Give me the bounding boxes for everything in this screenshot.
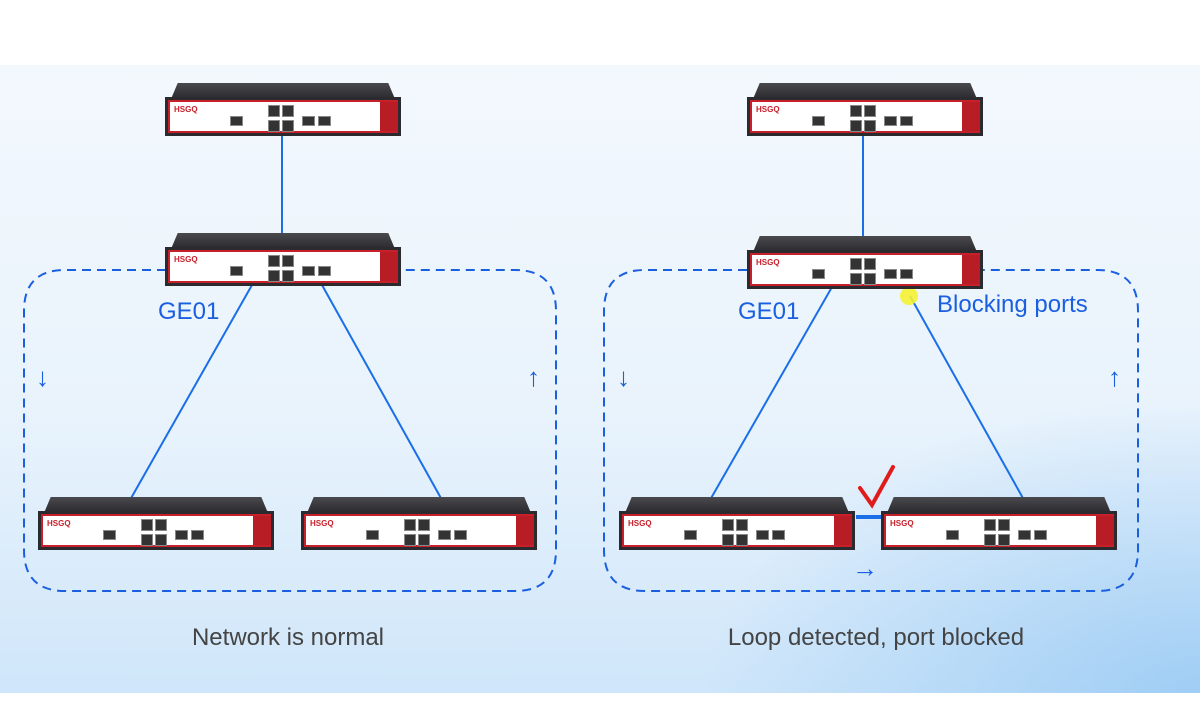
device-brand: HSGQ <box>890 519 914 528</box>
sfp-port <box>103 530 116 540</box>
arrow-up-icon: ↑ <box>527 362 540 392</box>
ethernet-port <box>404 519 416 531</box>
ethernet-port <box>282 120 294 132</box>
agg-olt-left: HSGQ <box>165 233 401 286</box>
device-brand: HSGQ <box>47 519 71 528</box>
core-olt-left: HSGQ <box>165 83 401 136</box>
link-agg-to-left-right <box>709 286 833 501</box>
ethernet-port <box>418 519 430 531</box>
link-agg-to-right-right <box>909 295 1025 501</box>
check-mark-icon <box>858 465 895 509</box>
ethernet-port <box>141 519 153 531</box>
ethernet-port <box>268 255 280 267</box>
device-brand: HSGQ <box>628 519 652 528</box>
arrow-right-icon: → <box>852 553 878 583</box>
ethernet-port <box>850 105 862 117</box>
sfp-port <box>1018 530 1031 540</box>
blocking-ports-label: Blocking ports <box>937 291 1088 318</box>
ethernet-port <box>268 270 280 282</box>
ethernet-port <box>141 534 153 546</box>
sfp-port <box>191 530 204 540</box>
arrow-down-icon: ↓ <box>617 362 630 392</box>
device-brand: HSGQ <box>756 105 780 114</box>
device-brand: HSGQ <box>174 255 198 264</box>
ethernet-port <box>850 258 862 270</box>
ethernet-port <box>404 534 416 546</box>
ethernet-port <box>282 255 294 267</box>
device-brand: HSGQ <box>756 258 780 267</box>
sfp-port <box>454 530 467 540</box>
ethernet-port <box>864 258 876 270</box>
access-olt-left-2: HSGQ <box>301 497 537 550</box>
ethernet-port <box>722 534 734 546</box>
ethernet-port <box>736 519 748 531</box>
sfp-port <box>684 530 697 540</box>
ethernet-port <box>984 519 996 531</box>
caption-left: Network is normal <box>191 624 385 651</box>
port-label-right: GE01 <box>738 298 800 325</box>
sfp-port <box>884 269 897 279</box>
link-agg-to-right-left <box>321 284 443 501</box>
sfp-port <box>812 269 825 279</box>
sfp-port <box>1034 530 1047 540</box>
sfp-port <box>946 530 959 540</box>
sfp-port <box>318 116 331 126</box>
sfp-port <box>438 530 451 540</box>
access-olt-right-1: HSGQ <box>619 497 855 550</box>
loop-right <box>603 269 1139 592</box>
access-olt-right-2: HSGQ <box>881 497 1117 550</box>
ethernet-port <box>736 534 748 546</box>
ethernet-port <box>864 120 876 132</box>
caption-right: Loop detected, port blocked <box>727 624 1025 651</box>
port-label-left: GE01 <box>158 298 220 325</box>
ethernet-port <box>722 519 734 531</box>
sfp-port <box>900 269 913 279</box>
ethernet-port <box>850 120 862 132</box>
ethernet-port <box>418 534 430 546</box>
ethernet-port <box>282 105 294 117</box>
access-olt-left-1: HSGQ <box>38 497 274 550</box>
sfp-port <box>772 530 785 540</box>
device-brand: HSGQ <box>174 105 198 114</box>
sfp-port <box>366 530 379 540</box>
sfp-port <box>302 266 315 276</box>
ethernet-port <box>998 534 1010 546</box>
ethernet-port <box>268 120 280 132</box>
blocked-port-dot <box>900 287 918 305</box>
ethernet-port <box>268 105 280 117</box>
agg-olt-right: HSGQ <box>747 236 983 289</box>
ethernet-port <box>155 519 167 531</box>
sfp-port <box>230 116 243 126</box>
arrow-up-icon: ↑ <box>1108 362 1121 392</box>
sfp-port <box>900 116 913 126</box>
sfp-port <box>756 530 769 540</box>
ethernet-port <box>998 519 1010 531</box>
sfp-port <box>302 116 315 126</box>
ethernet-port <box>155 534 167 546</box>
core-olt-right: HSGQ <box>747 83 983 136</box>
sfp-port <box>884 116 897 126</box>
ethernet-port <box>864 105 876 117</box>
arrow-down-icon: ↓ <box>36 362 49 392</box>
sfp-port <box>230 266 243 276</box>
ethernet-port <box>850 273 862 285</box>
ethernet-port <box>864 273 876 285</box>
device-brand: HSGQ <box>310 519 334 528</box>
link-agg-to-left-left <box>129 284 253 501</box>
ethernet-port <box>984 534 996 546</box>
sfp-port <box>318 266 331 276</box>
sfp-port <box>812 116 825 126</box>
ethernet-port <box>282 270 294 282</box>
sfp-port <box>175 530 188 540</box>
loop-left <box>23 269 557 592</box>
